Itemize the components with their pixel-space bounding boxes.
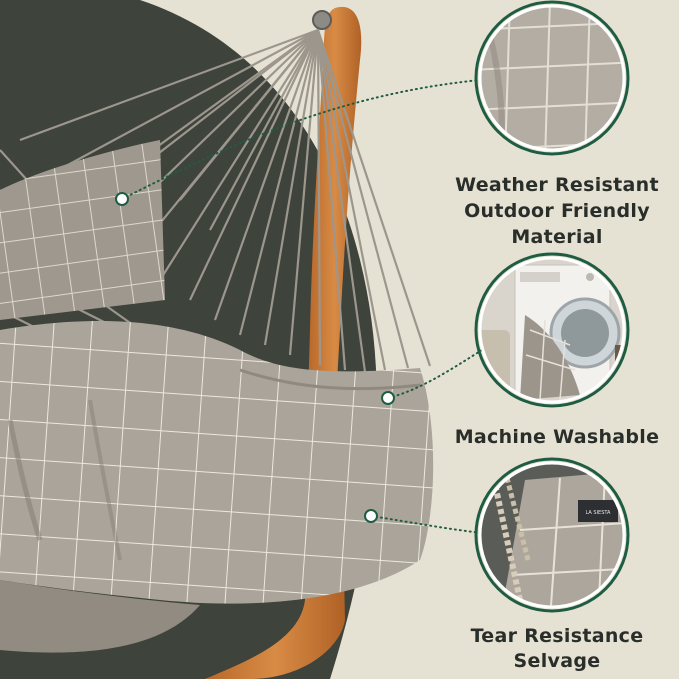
caption-line: Weather Resistant bbox=[455, 174, 659, 196]
caption-line: Material bbox=[511, 226, 603, 248]
hammock-ropes bbox=[0, 28, 432, 373]
washing-machine-circle bbox=[474, 252, 630, 408]
hammock-fabric bbox=[0, 140, 434, 653]
caption-line: Machine Washable bbox=[454, 426, 660, 448]
caption-line: Tear Resistance bbox=[470, 625, 644, 647]
feature-caption-weather: Weather Resistant Outdoor Friendly Mater… bbox=[442, 172, 672, 250]
feature-caption-selvage: Tear Resistance Selvage bbox=[442, 624, 672, 674]
brand-label-tag: LA SIESTA bbox=[586, 510, 612, 516]
caption-line: Selvage bbox=[513, 650, 601, 672]
leader-dots bbox=[115, 192, 395, 523]
selvage-edge-circle: LA SIESTA bbox=[474, 457, 630, 613]
caption-line: Outdoor Friendly bbox=[464, 200, 650, 222]
feature-caption-washable: Machine Washable bbox=[442, 424, 672, 450]
fabric-closeup-circle bbox=[474, 0, 630, 156]
leader-lines bbox=[121, 79, 483, 534]
